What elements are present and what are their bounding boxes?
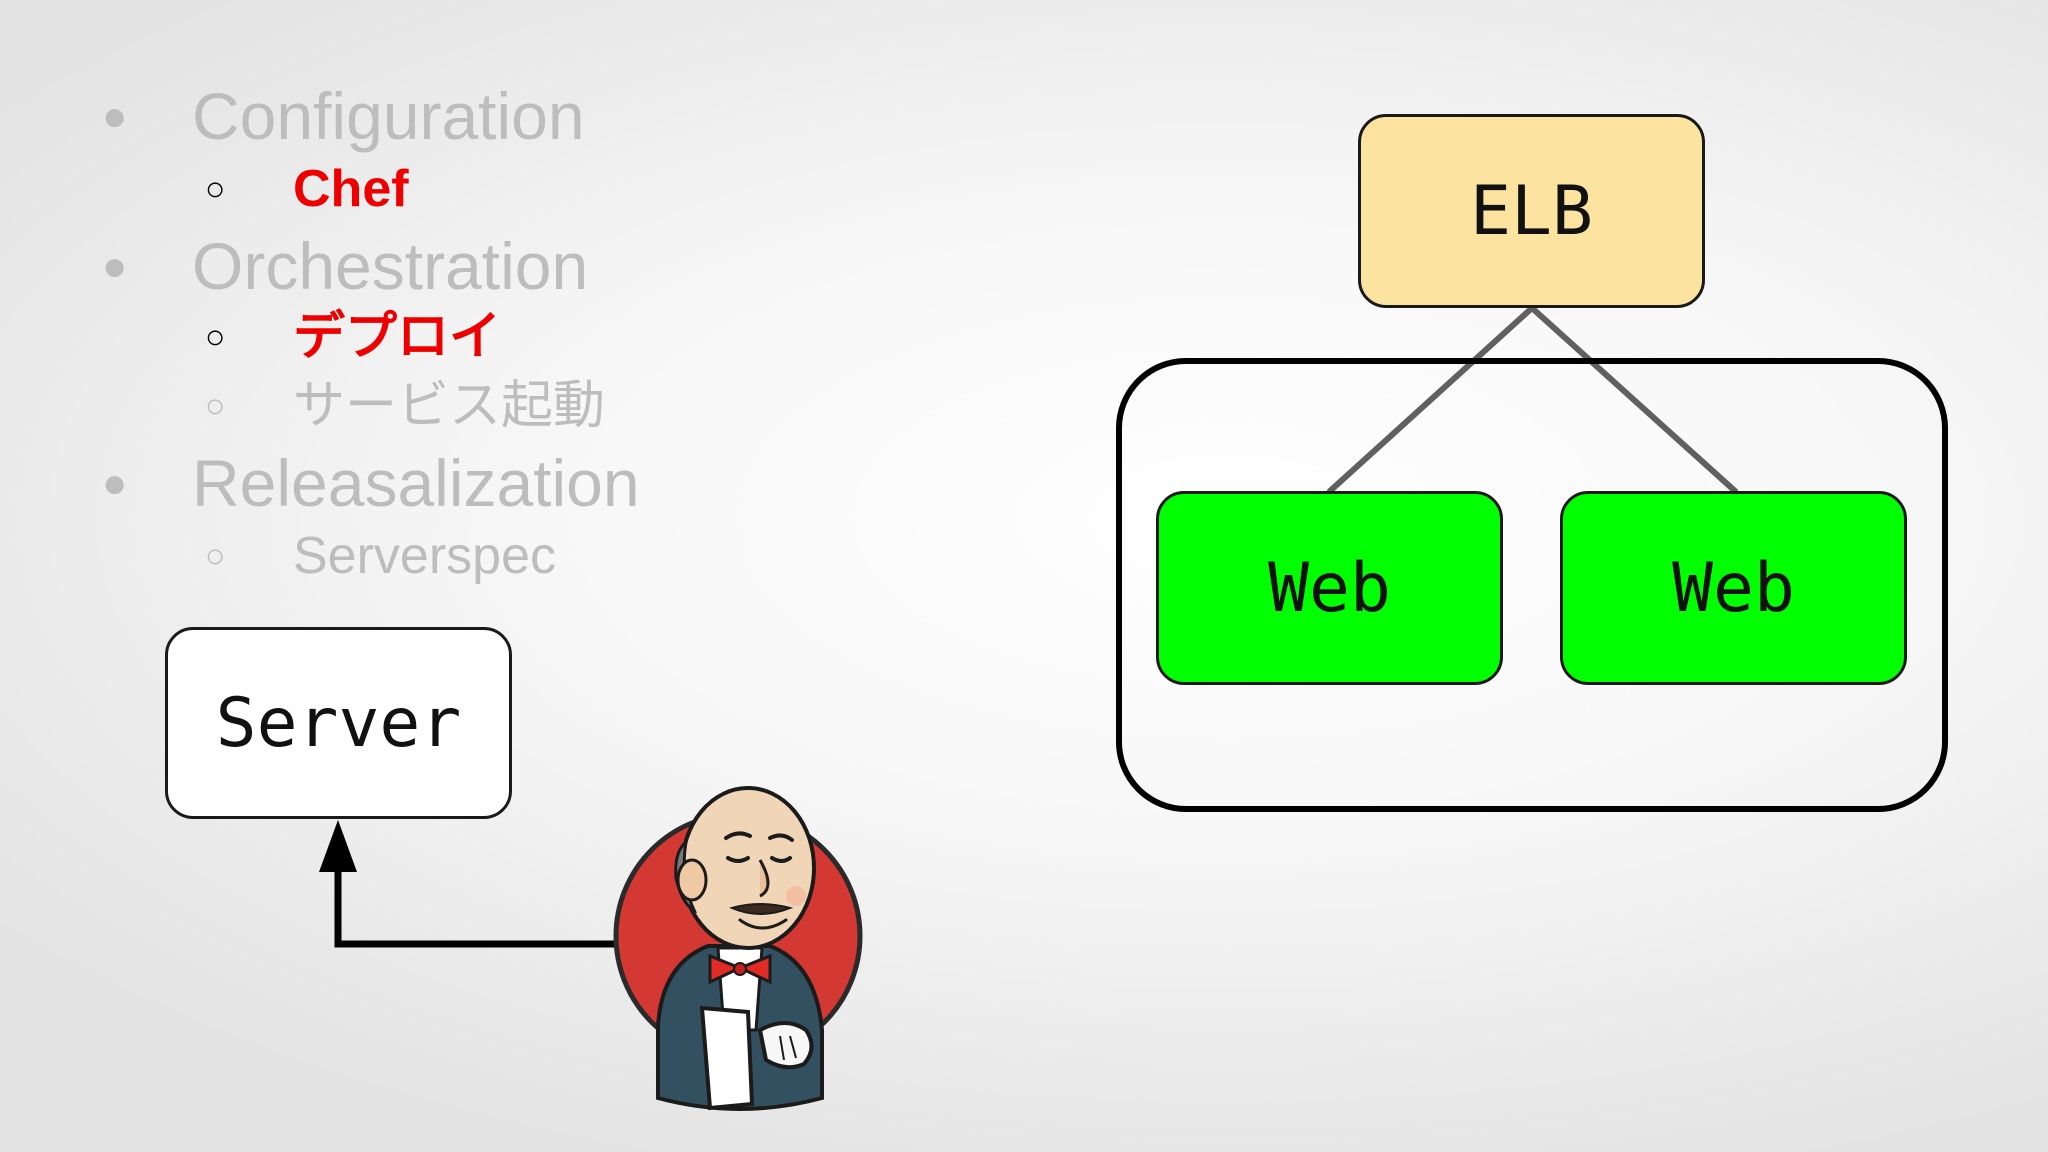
web-label: Web (1672, 548, 1795, 628)
server-label: Server (215, 683, 462, 763)
elb-label: ELB (1470, 171, 1593, 251)
outline-item-label: Orchestration (192, 229, 589, 303)
outline-subitem-chef: ○ Chef (205, 157, 409, 221)
elb-to-web-right-connector (1529, 305, 1738, 494)
outline-item-releasalization: ● Releasalization (102, 443, 640, 523)
outline-item-label: デプロイ (293, 308, 502, 366)
server-box: Server (165, 627, 512, 819)
web-box-left: Web (1156, 491, 1503, 685)
outline-item-configuration: ● Configuration (102, 76, 585, 156)
jenkins-butler-icon (613, 786, 863, 1111)
elb-to-web-left-connector (1327, 305, 1535, 494)
filled-bullet-icon: ● (102, 92, 128, 139)
deploy-arrow-line (334, 858, 625, 948)
outline-subitem-deploy: ○ デプロイ (205, 305, 502, 369)
web-group-container (1116, 358, 1948, 812)
arrow-head-icon (319, 820, 357, 872)
web-label: Web (1268, 548, 1391, 628)
outline-item-label: サービス起動 (293, 377, 606, 435)
outline-subitem-serverspec: ○ Serverspec (205, 524, 556, 588)
hollow-bullet-icon: ○ (205, 318, 226, 356)
elb-box: ELB (1358, 114, 1705, 308)
hollow-bullet-icon: ○ (205, 387, 226, 425)
outline-item-label: Configuration (192, 79, 585, 153)
hollow-bullet-icon: ○ (205, 170, 226, 208)
hollow-bullet-icon: ○ (205, 537, 226, 575)
outline-item-label: Releasalization (192, 446, 640, 520)
outline-subitem-service-start: ○ サービス起動 (205, 374, 606, 438)
outline-item-label: Serverspec (293, 527, 556, 585)
outline-item-orchestration: ● Orchestration (102, 226, 589, 306)
web-box-right: Web (1560, 491, 1907, 685)
filled-bullet-icon: ● (102, 459, 128, 506)
outline-item-label: Chef (293, 160, 409, 218)
filled-bullet-icon: ● (102, 242, 128, 289)
